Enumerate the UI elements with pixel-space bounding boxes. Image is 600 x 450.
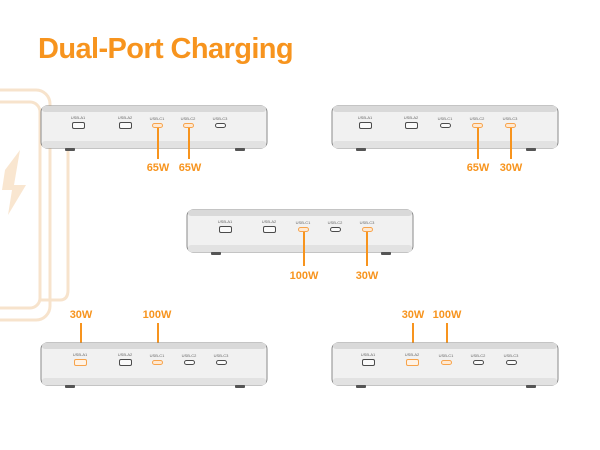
usb-a1-port — [72, 122, 85, 129]
usb-c2-label: USB-C2 — [181, 353, 197, 358]
usb-c1-port — [440, 123, 451, 128]
hub-bottom-left: USB-A1 USB-A2 USB-C1 USB-C2 USB-C3 — [40, 340, 268, 390]
usb-c2-label: USB-C2 — [469, 116, 485, 121]
wattage-label: 30W — [401, 309, 425, 321]
usb-c1-label: USB-C1 — [437, 116, 453, 121]
wattage-label: 100W — [142, 309, 172, 321]
usb-c1-label: USB-C1 — [438, 353, 454, 358]
connector-line — [510, 128, 512, 159]
usb-c3-label: USB-C3 — [213, 353, 229, 358]
connector-line — [412, 323, 414, 358]
usb-c3-port — [216, 360, 227, 365]
hub-bottom-right: USB-A1 USB-A2 USB-C1 USB-C2 USB-C3 — [331, 340, 559, 390]
usb-a2-label: USB-A2 — [403, 115, 419, 120]
wattage-label: 65W — [146, 162, 170, 174]
usb-a2-label: USB-A2 — [261, 219, 277, 224]
usb-c3-label: USB-C3 — [359, 220, 375, 225]
usb-c2-label: USB-C2 — [327, 220, 343, 225]
wattage-label: 30W — [499, 162, 523, 174]
usb-a2-label: USB-A2 — [117, 352, 133, 357]
usb-c3-port — [215, 123, 226, 128]
usb-c3-label: USB-C3 — [503, 353, 519, 358]
usb-a1-port — [74, 359, 87, 366]
usb-a2-port — [263, 226, 276, 233]
wattage-label: 30W — [355, 270, 379, 282]
connector-line — [366, 232, 368, 266]
page-title: Dual-Port Charging — [38, 33, 294, 65]
usb-c1-port — [298, 227, 309, 232]
usb-c1-port — [152, 360, 163, 365]
usb-c2-port — [473, 360, 484, 365]
usb-c1-label: USB-C1 — [149, 116, 165, 121]
wattage-label: 100W — [432, 309, 462, 321]
wattage-label: 30W — [69, 309, 93, 321]
usb-a2-port — [119, 122, 132, 129]
usb-a1-label: USB-A1 — [360, 352, 376, 357]
usb-c3-port — [506, 360, 517, 365]
usb-a2-label: USB-A2 — [404, 352, 420, 357]
wattage-label: 65W — [178, 162, 202, 174]
connector-line — [188, 128, 190, 159]
usb-a1-label: USB-A1 — [217, 219, 233, 224]
usb-c2-port — [184, 360, 195, 365]
usb-c1-port — [152, 123, 163, 128]
usb-c3-label: USB-C3 — [212, 116, 228, 121]
usb-c2-port — [472, 123, 483, 128]
usb-a1-label: USB-A1 — [70, 115, 86, 120]
connector-line — [446, 323, 448, 358]
usb-a1-port — [362, 359, 375, 366]
usb-a2-port — [119, 359, 132, 366]
hub-top-left: USB-A1 USB-A2 USB-C1 USB-C2 USB-C3 — [40, 103, 268, 153]
connector-line — [477, 128, 479, 159]
connector-line — [303, 232, 305, 266]
usb-c2-label: USB-C2 — [180, 116, 196, 121]
usb-a1-port — [219, 226, 232, 233]
usb-c1-label: USB-C1 — [149, 353, 165, 358]
usb-c3-port — [505, 123, 516, 128]
usb-c2-port — [183, 123, 194, 128]
usb-a1-label: USB-A1 — [357, 115, 373, 120]
connector-line — [80, 323, 82, 358]
usb-c2-label: USB-C2 — [470, 353, 486, 358]
usb-c1-label: USB-C1 — [295, 220, 311, 225]
usb-a1-label: USB-A1 — [72, 352, 88, 357]
usb-c3-port — [362, 227, 373, 232]
connector-line — [157, 128, 159, 159]
usb-c3-label: USB-C3 — [502, 116, 518, 121]
usb-c1-port — [441, 360, 452, 365]
usb-a1-port — [359, 122, 372, 129]
hub-top-right: USB-A1 USB-A2 USB-C1 USB-C2 USB-C3 — [331, 103, 559, 153]
usb-a2-label: USB-A2 — [117, 115, 133, 120]
hub-middle: USB-A1 USB-A2 USB-C1 USB-C2 USB-C3 — [186, 207, 414, 257]
connector-line — [157, 323, 159, 358]
usb-c2-port — [330, 227, 341, 232]
usb-a2-port — [405, 122, 418, 129]
wattage-label: 100W — [289, 270, 319, 282]
wattage-label: 65W — [466, 162, 490, 174]
usb-a2-port — [406, 359, 419, 366]
